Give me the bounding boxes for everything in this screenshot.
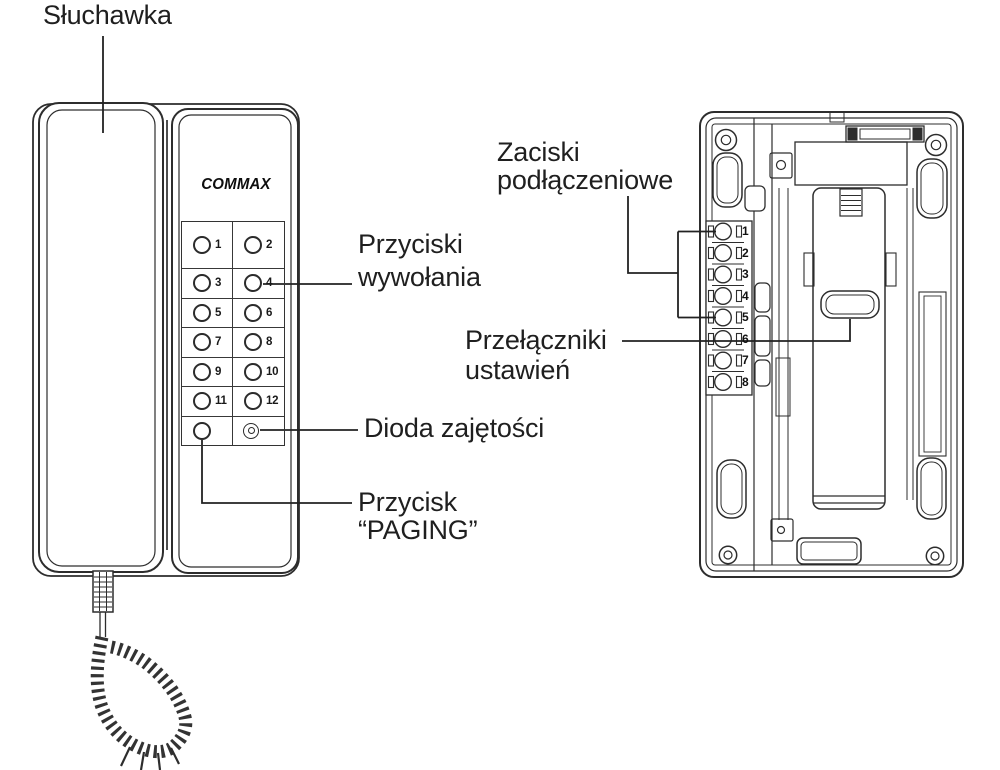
- settings-switch-housing: [820, 290, 880, 319]
- leader-switches: [622, 319, 851, 342]
- call-button-5-circle: [193, 303, 211, 322]
- call-button-8-label: 8: [266, 336, 273, 349]
- call-button-6-circle: [244, 303, 262, 322]
- terminal-7-label: 7: [742, 353, 749, 367]
- call-button-5: 5: [182, 297, 233, 327]
- label-busy-led: Dioda zajętości: [364, 413, 545, 443]
- call-button-1-label: 1: [215, 239, 222, 251]
- call-button-5-label: 5: [215, 306, 222, 319]
- call-button-8-circle: [244, 333, 262, 352]
- paging-button-circle: [193, 421, 211, 440]
- label-paging-line2: “PAGING”: [358, 515, 478, 545]
- label-switches: Przełączniki ustawień: [465, 325, 607, 385]
- terminal-block: [705, 220, 753, 396]
- leader-terminals-bracket: [677, 230, 716, 319]
- label-terminals-line1: Zaciski: [497, 137, 580, 167]
- busy-led: [233, 415, 284, 446]
- label-terminals-line2: podłączeniowe: [497, 165, 674, 195]
- busy-led-dot: [247, 427, 255, 435]
- label-paging-button: Przycisk “PAGING”: [358, 487, 478, 545]
- call-button-10-label: 10: [266, 365, 279, 378]
- leader-terminals: [627, 196, 678, 274]
- call-button-8: 8: [233, 327, 284, 357]
- call-button-2-circle: [244, 236, 262, 254]
- commax-logo: COMMAX: [201, 175, 271, 194]
- coiled-cord: [90, 570, 193, 770]
- call-button-10-circle: [244, 362, 262, 381]
- terminal-contacts: [707, 222, 743, 392]
- label-switches-line1: Przełączniki: [465, 325, 607, 355]
- label-terminals: Zaciski podłączeniowe: [497, 138, 673, 194]
- label-handset: Słuchawka: [43, 0, 172, 30]
- speaker-bracket: [803, 187, 897, 510]
- leader-lines: [102, 36, 851, 504]
- call-button-panel: 1 2 3 4 5 6 7 8 9 10 11 12: [181, 221, 285, 446]
- label-switches-line2: ustawień: [465, 355, 570, 385]
- terminal-2-label: 2: [742, 245, 749, 260]
- paging-button: [182, 415, 233, 445]
- terminal-8-label: 8: [742, 374, 749, 389]
- call-button-3-circle: [193, 274, 211, 293]
- terminal-5-label: 5: [742, 310, 749, 324]
- mounting-slots: [712, 152, 948, 520]
- handset-outline: [46, 109, 156, 567]
- call-button-10: 10: [233, 356, 284, 387]
- call-button-4: 4: [233, 268, 284, 298]
- label-paging-line1: Przycisk: [358, 487, 457, 517]
- terminal-1-label: 1: [742, 224, 749, 238]
- call-button-1: 1: [182, 222, 233, 268]
- call-button-12: 12: [233, 386, 284, 416]
- front-device-outline: [32, 102, 300, 577]
- call-button-11-label: 11: [215, 395, 227, 408]
- call-button-2-label: 2: [266, 239, 273, 251]
- call-button-7-circle: [193, 333, 211, 352]
- call-button-9-label: 9: [215, 365, 222, 378]
- call-button-6: 6: [233, 297, 284, 328]
- terminal-3-label: 3: [742, 267, 749, 281]
- dip-switch-slots: [754, 282, 771, 387]
- label-call-buttons-line2: wywołania: [358, 262, 481, 292]
- call-button-4-label: 4: [266, 277, 273, 290]
- call-button-11: 11: [182, 386, 233, 416]
- call-button-1-circle: [193, 236, 211, 254]
- call-button-6-label: 6: [266, 306, 273, 319]
- label-call-buttons-line1: Przyciski: [358, 229, 463, 259]
- call-button-3-label: 3: [215, 277, 222, 290]
- call-button-7-label: 7: [215, 336, 222, 349]
- screw-icon: [714, 128, 948, 566]
- call-button-9-circle: [193, 362, 211, 381]
- call-button-2: 2: [233, 222, 284, 268]
- call-button-3: 3: [182, 268, 233, 298]
- back-device-outline: [699, 111, 964, 578]
- call-button-12-label: 12: [266, 395, 279, 408]
- label-call-buttons: Przyciski wywołania: [358, 228, 481, 294]
- leader-paging: [201, 440, 352, 504]
- busy-led-icon: [243, 422, 259, 439]
- call-button-12-circle: [244, 392, 262, 411]
- call-button-4-circle: [244, 274, 262, 293]
- call-button-7: 7: [182, 327, 233, 357]
- call-button-9: 9: [182, 356, 233, 386]
- terminal-4-label: 4: [742, 288, 749, 303]
- terminal-6-label: 6: [742, 331, 749, 346]
- call-button-11-circle: [193, 392, 211, 411]
